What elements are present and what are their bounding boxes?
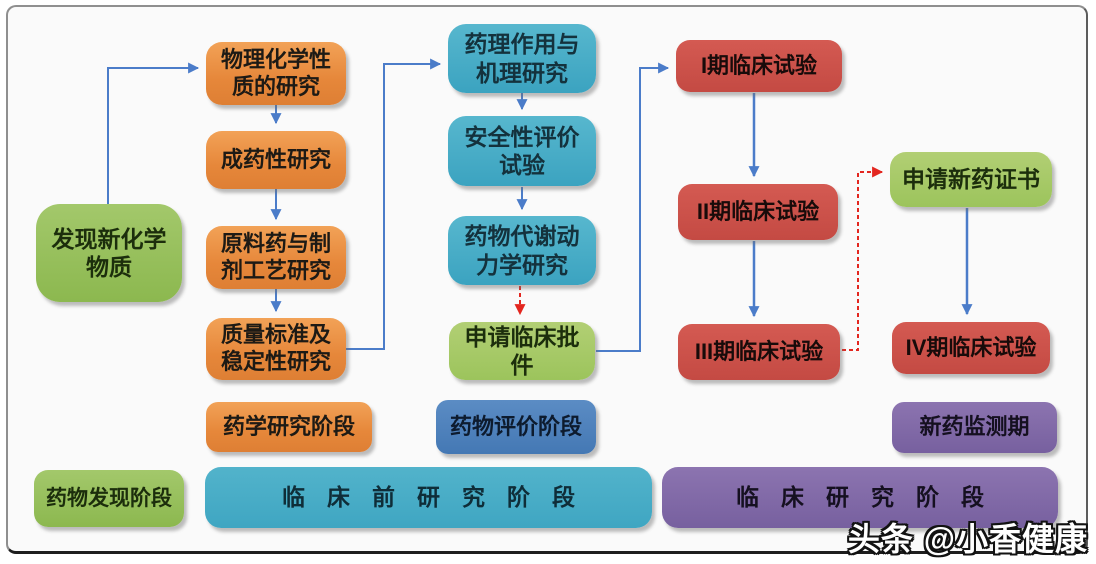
label-preclinical-research-stage: 临床前研究阶段 [205, 467, 652, 528]
label-new-drug-monitoring-period: 新药监测期 [892, 402, 1057, 453]
node-pharmacology-mechanism: 药理作用与机理研究 [448, 24, 596, 93]
watermark-toutiao: 头条 @小香健康 [847, 521, 1088, 557]
node-phase3-clinical-trial: III期临床试验 [678, 324, 840, 380]
node-apply-clinical-approval: 申请临床批件 [449, 322, 595, 380]
label-drug-discovery-stage: 药物发现阶段 [34, 470, 184, 527]
node-phase1-clinical-trial: I期临床试验 [676, 40, 842, 92]
connector-discover-to-physchem [107, 62, 200, 204]
node-api-formulation-process: 原料药与制剂工艺研究 [206, 226, 346, 289]
node-safety-evaluation-test: 安全性评价试验 [448, 116, 596, 186]
connector-quality-to-pharmacology [346, 58, 442, 350]
node-apply-new-drug-certificate: 申请新药证书 [890, 152, 1052, 207]
label-drug-evaluation-stage: 药物评价阶段 [436, 400, 596, 454]
label-pharm-research-stage: 药学研究阶段 [206, 402, 372, 452]
node-phase2-clinical-trial: II期临床试验 [678, 184, 838, 240]
node-phase4-clinical-trial: IV期临床试验 [892, 322, 1050, 374]
node-discover-new-chemical: 发现新化学物质 [36, 204, 182, 302]
node-druggability-research: 成药性研究 [206, 131, 346, 189]
label-clinical-research-stage: 临床研究阶段 [662, 467, 1058, 528]
connector-approval-to-phase1 [596, 62, 670, 352]
connector-phase3-to-cert-dashed [842, 166, 884, 351]
node-physical-chemical-properties: 物理化学性质的研究 [206, 42, 346, 105]
node-pharmacokinetics-research: 药物代谢动力学研究 [448, 216, 596, 285]
node-quality-standards-stability: 质量标准及稳定性研究 [206, 318, 346, 380]
